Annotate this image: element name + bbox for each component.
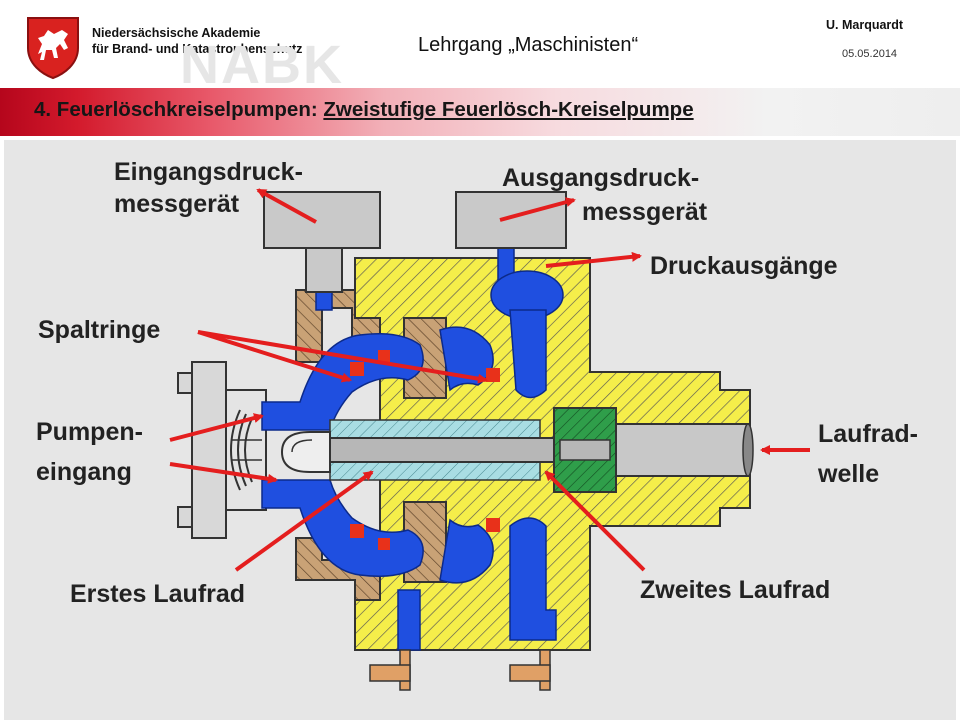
arrow-spaltring-1 <box>197 330 352 383</box>
seal-rings <box>350 350 500 550</box>
author-name: U. Marquardt <box>826 18 904 32</box>
arrow-ausgangsdruck <box>499 197 576 222</box>
inlet-flange <box>177 361 267 539</box>
arrow-pumpeneingang-2 <box>169 462 278 484</box>
label-eingangsdruck-line-2: messgerät <box>114 190 240 218</box>
slide-title: 4. Feuerlöschkreiselpumpen: Zweistufige … <box>34 98 694 122</box>
arrow-spaltring-2 <box>197 330 488 384</box>
label-erstes-laufrad: Erstes Laufrad <box>70 580 245 608</box>
label-zweites-laufrad: Zweites Laufrad <box>640 576 830 604</box>
inlet-pressure-gauge <box>263 191 381 293</box>
slide-title-link[interactable]: Zweistufige Feuerlösch-Kreiselpumpe <box>323 98 694 121</box>
label-druckausgaenge: Druckausgänge <box>650 252 838 280</box>
slide-header: Niedersächsische Akademie für Brand- und… <box>0 0 960 95</box>
lower-saxony-crest-icon <box>27 17 79 80</box>
nabk-watermark: NABK <box>180 35 344 95</box>
arrow-druckausgaenge <box>545 251 642 268</box>
title-bar <box>0 88 960 136</box>
arrow-erstes-laufrad <box>234 470 374 572</box>
drain-valves <box>369 649 551 691</box>
label-laufradwelle-line-1: Laufrad- <box>818 420 918 448</box>
outlet-pressure-gauge <box>455 191 567 249</box>
pointer-arrows <box>169 188 810 572</box>
course-title: Lehrgang „Maschinisten“ <box>418 34 639 56</box>
arrow-eingangsdruck <box>256 188 317 224</box>
slide-date: 05.05.2014 <box>842 48 898 60</box>
label-laufradwelle-line-2: welle <box>817 460 879 488</box>
shaft-nose-cone <box>280 431 331 473</box>
arrow-pumpeneingang-1 <box>169 413 264 442</box>
label-eingangsdruck-line-1: Eingangsdruck- <box>114 158 303 186</box>
label-pumpeneingang-line-1: Pumpen- <box>36 418 143 446</box>
label-ausgangsdruck-line-2: messgerät <box>582 198 708 226</box>
shaft-coupling <box>553 407 617 493</box>
slide-title-prefix: 4. Feuerlöschkreiselpumpen: <box>34 98 324 121</box>
label-ausgangsdruck-line-1: Ausgangsdruck- <box>502 164 699 192</box>
pump-diagram: Eingangsdruck- messgerät Ausgangsdruck- … <box>4 140 956 720</box>
institution-name-line-1: Niedersächsische Akademie <box>92 26 261 40</box>
institution-name-line-2: für Brand- und Katastrophenschutz <box>92 42 303 56</box>
impeller-shaft <box>299 423 754 477</box>
label-spaltringe: Spaltringe <box>38 316 160 344</box>
arrow-zweites-laufrad <box>544 470 646 572</box>
label-pumpeneingang-line-2: eingang <box>36 458 132 486</box>
